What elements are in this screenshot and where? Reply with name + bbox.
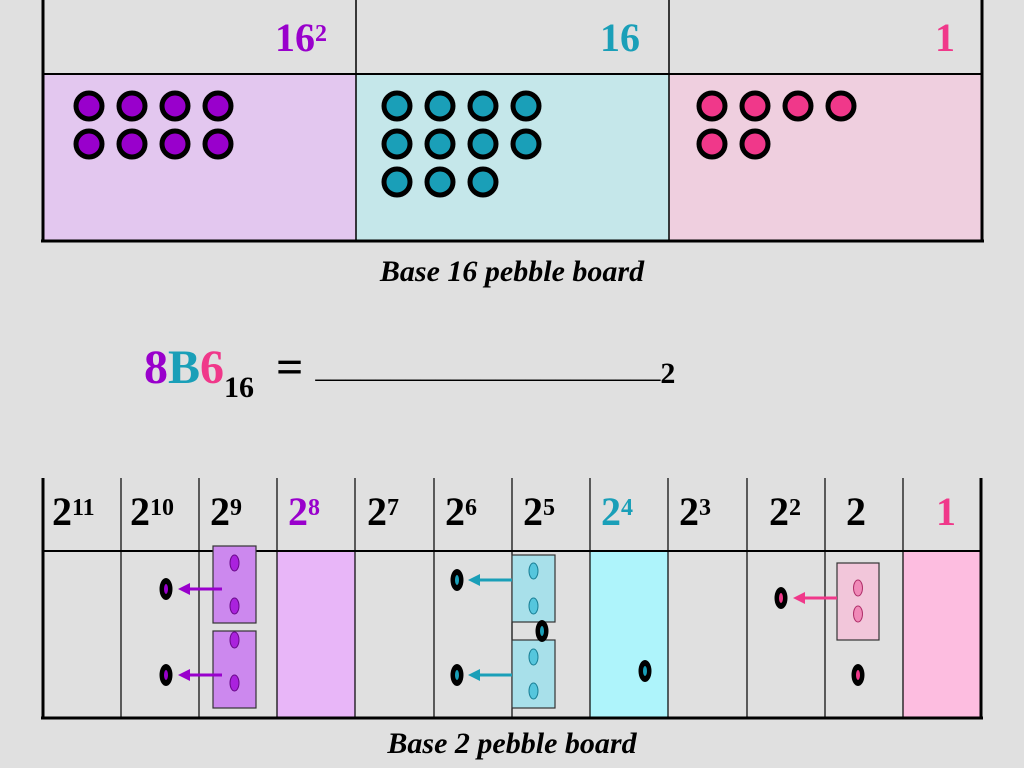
base2-caption: Base 2 pebble board — [387, 727, 637, 760]
pebble-center — [164, 584, 168, 594]
pebble — [202, 128, 234, 160]
base2-header-512: 29 — [210, 489, 242, 534]
pebble — [116, 128, 148, 160]
pebble-center — [455, 575, 459, 585]
pebble-center — [779, 593, 783, 603]
pebble — [696, 128, 728, 160]
pebble — [467, 128, 499, 160]
base2-header-256: 28 — [288, 489, 320, 534]
hex-digit-b: B — [168, 341, 201, 394]
pebble — [424, 90, 456, 122]
conversion-equation: 8B616 = _______________________2 — [144, 340, 676, 404]
base2-header-8: 23 — [679, 489, 711, 534]
pebble — [229, 674, 240, 692]
pebble — [424, 166, 456, 198]
pebble — [381, 166, 413, 198]
pebble — [510, 128, 542, 160]
pebble — [528, 682, 539, 700]
pebble — [202, 90, 234, 122]
base2-header-4: 22 — [769, 489, 801, 534]
pebble — [739, 128, 771, 160]
hex-digit-6: 6 — [200, 341, 225, 394]
pebble — [159, 128, 191, 160]
base2-header-64: 26 — [445, 489, 477, 534]
hex-subscript: 16 — [224, 371, 255, 404]
base2-header-2048: 211 — [52, 489, 95, 534]
pebble — [782, 90, 814, 122]
pebble-center — [164, 670, 168, 680]
highlight-1 — [903, 552, 981, 718]
pebble — [528, 597, 539, 615]
equals-sign: = — [276, 341, 304, 394]
pebble-center — [455, 670, 459, 680]
arrow-head — [178, 669, 190, 681]
pebble — [229, 554, 240, 572]
pebble — [381, 90, 413, 122]
pebble — [73, 128, 105, 160]
arrow-head — [178, 583, 190, 595]
arrow-head — [468, 574, 480, 586]
pebble — [229, 597, 240, 615]
pebble-center — [540, 626, 544, 636]
base2-header-32: 25 — [523, 489, 555, 534]
base2-header-2: 2 — [846, 489, 866, 534]
base2-header-128: 27 — [367, 489, 399, 534]
pebble — [528, 562, 539, 580]
hex-digit-8: 8 — [144, 341, 168, 394]
pebble-center — [643, 666, 647, 676]
pebble — [381, 128, 413, 160]
pebble — [696, 90, 728, 122]
highlight-256 — [277, 552, 355, 718]
pebble — [853, 605, 863, 623]
pebble — [73, 90, 105, 122]
pebble — [528, 648, 539, 666]
base16-header-256: 162 — [275, 15, 327, 60]
pebble — [424, 128, 456, 160]
pebble — [510, 90, 542, 122]
arrow-head — [793, 592, 805, 604]
base2-header-1: 1 — [936, 489, 956, 534]
pebble — [467, 166, 499, 198]
pebble — [229, 631, 240, 649]
pebble — [825, 90, 857, 122]
base16-header-1: 1 — [935, 15, 955, 60]
pebble — [159, 90, 191, 122]
base16-caption: Base 16 pebble board — [379, 255, 645, 288]
pebble-center — [856, 670, 860, 680]
binary-subscript: 2 — [660, 357, 676, 390]
pebble — [467, 90, 499, 122]
answer-blank: _______________________ — [315, 351, 661, 384]
base16-header-16: 16 — [600, 15, 640, 60]
base2-header-16: 24 — [601, 489, 633, 534]
arrow-head — [468, 669, 480, 681]
trade-card — [836, 562, 880, 641]
base2-header-1024: 210 — [130, 489, 174, 534]
highlight-16 — [590, 552, 668, 718]
pebble — [853, 579, 863, 597]
pebble — [116, 90, 148, 122]
pebble — [739, 90, 771, 122]
